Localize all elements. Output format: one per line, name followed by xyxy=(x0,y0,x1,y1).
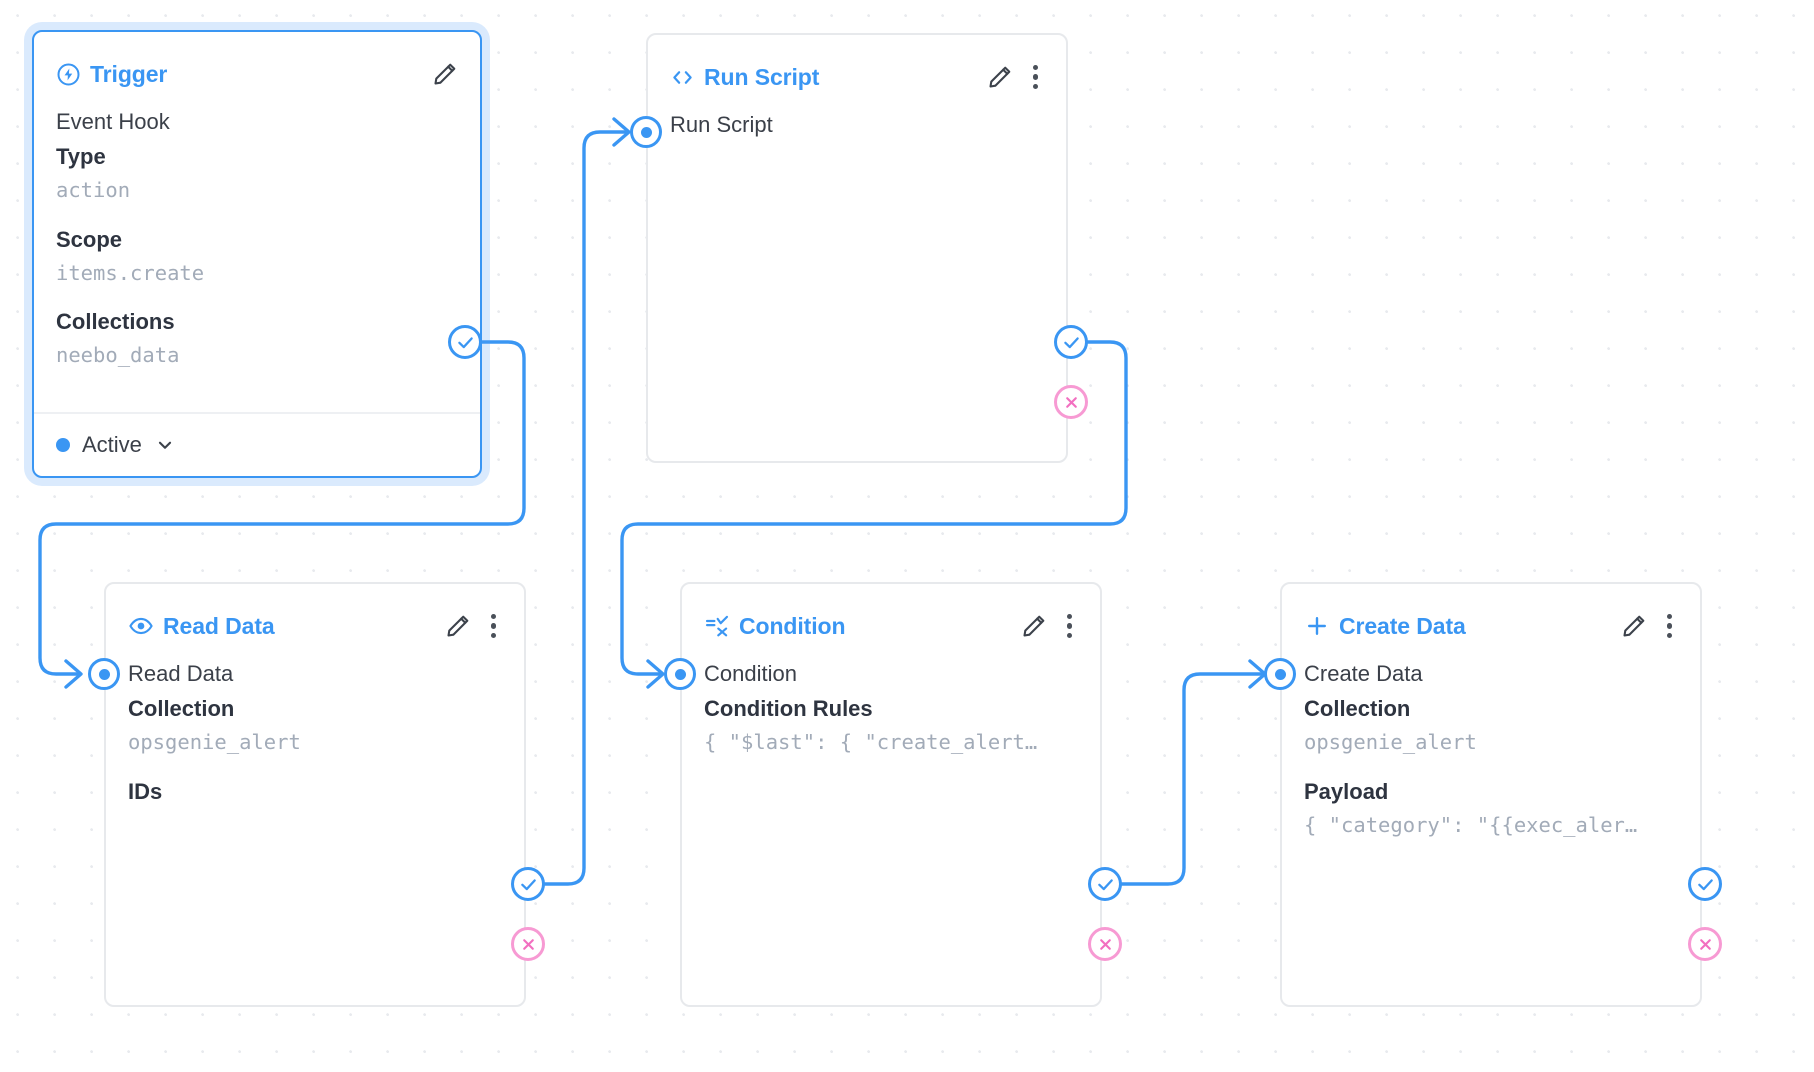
node-type-create-data: Create Data xyxy=(1304,613,1466,640)
node-read-data[interactable]: Read Data Read Data Collection opsgenie_… xyxy=(104,582,526,1007)
field-label-payload: Payload xyxy=(1304,778,1389,804)
node-header: Run Script xyxy=(648,35,1066,97)
code-brackets-icon xyxy=(670,65,695,90)
node-header: Trigger xyxy=(34,32,480,94)
trigger-status-bar[interactable]: Active xyxy=(34,412,480,476)
port-input-read-data[interactable] xyxy=(88,658,120,690)
node-create-data[interactable]: Create Data Create Data Collection opsge… xyxy=(1280,582,1702,1007)
port-success-condition[interactable] xyxy=(1088,867,1122,901)
edge-arrow-run-script xyxy=(612,117,631,147)
node-header-actions xyxy=(986,61,1044,94)
status-label: Active xyxy=(82,432,142,457)
node-header-actions xyxy=(444,610,502,643)
node-trigger[interactable]: Trigger Event Hook Type action Scope ite… xyxy=(32,30,482,478)
pencil-icon[interactable] xyxy=(1020,613,1047,640)
field-label-ids: IDs xyxy=(128,778,163,804)
node-condition[interactable]: Condition Condition Condition Rules { "$… xyxy=(680,582,1102,1007)
field-label-collection: Collection xyxy=(128,696,235,722)
field-value-collection: opsgenie_alert xyxy=(1304,730,1477,755)
node-body: Condition Condition Rules { "$last": { "… xyxy=(682,646,1100,760)
bolt-circle-icon xyxy=(56,62,81,87)
port-input-create-data[interactable] xyxy=(1264,658,1296,690)
field-label-collections: Collections xyxy=(56,308,175,334)
node-type-condition: Condition xyxy=(704,612,846,640)
field-label-type: Type xyxy=(56,144,106,170)
node-header: Read Data xyxy=(106,584,524,646)
node-header: Create Data xyxy=(1282,584,1700,646)
node-body: Create Data Collection opsgenie_alert Pa… xyxy=(1282,646,1700,842)
node-name: Create Data xyxy=(1304,661,1423,686)
filter-rules-icon xyxy=(704,613,730,639)
pencil-icon[interactable] xyxy=(1620,613,1647,640)
field-value-condition-rules: { "$last": { "create_alert… xyxy=(704,730,1038,755)
edge-read-data-to-run-script xyxy=(543,130,628,886)
pencil-icon[interactable] xyxy=(431,61,458,88)
field-value-scope: items.create xyxy=(56,260,205,285)
pencil-icon[interactable] xyxy=(986,64,1013,91)
field-label-scope: Scope xyxy=(56,226,123,252)
field-value-collection: opsgenie_alert xyxy=(128,730,301,755)
port-reject-read-data[interactable] xyxy=(511,927,545,961)
edge-condition-to-create-data xyxy=(1120,672,1264,886)
port-success-trigger[interactable] xyxy=(448,325,482,359)
eye-icon xyxy=(128,613,154,639)
port-reject-run-script[interactable] xyxy=(1054,385,1088,419)
node-run-script[interactable]: Run Script Run Script xyxy=(646,33,1068,463)
three-dots-icon[interactable] xyxy=(1061,610,1078,643)
port-input-condition[interactable] xyxy=(664,658,696,690)
node-name: Read Data xyxy=(128,661,234,686)
node-name: Condition xyxy=(704,661,797,686)
pencil-icon[interactable] xyxy=(444,613,471,640)
node-type-run-script: Run Script xyxy=(670,64,819,91)
port-success-run-script[interactable] xyxy=(1054,325,1088,359)
edge-arrow-condition xyxy=(646,659,665,689)
edge-arrow-read-data xyxy=(64,659,83,689)
node-header: Condition xyxy=(682,584,1100,646)
port-reject-create-data[interactable] xyxy=(1688,927,1722,961)
node-header-actions xyxy=(431,61,458,88)
node-name: Run Script xyxy=(670,112,773,137)
field-label-condition-rules: Condition Rules xyxy=(704,696,873,722)
node-type-label: Trigger xyxy=(90,60,168,87)
node-body: Read Data Collection opsgenie_alert IDs xyxy=(106,646,524,809)
node-type-label: Create Data xyxy=(1339,612,1466,639)
field-value-type: action xyxy=(56,178,131,203)
node-type-trigger: Trigger xyxy=(56,61,167,88)
three-dots-icon[interactable] xyxy=(485,610,502,643)
field-label-collection: Collection xyxy=(1304,696,1411,722)
port-success-read-data[interactable] xyxy=(511,867,545,901)
three-dots-icon[interactable] xyxy=(1027,61,1044,94)
node-body: Run Script xyxy=(648,97,1066,142)
status-dot-icon xyxy=(56,438,70,452)
port-input-run-script[interactable] xyxy=(630,116,662,148)
chevron-down-icon[interactable] xyxy=(154,434,176,456)
field-value-collections: neebo_data xyxy=(56,343,180,368)
node-body: Event Hook Type action Scope items.creat… xyxy=(34,94,480,372)
three-dots-icon[interactable] xyxy=(1661,610,1678,643)
node-header-actions xyxy=(1620,610,1678,643)
node-type-label: Run Script xyxy=(704,63,820,90)
port-reject-condition[interactable] xyxy=(1088,927,1122,961)
port-success-create-data[interactable] xyxy=(1688,867,1722,901)
node-type-label: Read Data xyxy=(163,612,275,639)
node-type-read-data: Read Data xyxy=(128,613,275,640)
field-value-payload: { "category": "{{exec_aler… xyxy=(1304,812,1638,837)
node-type-label: Condition xyxy=(739,612,846,639)
plus-icon xyxy=(1304,613,1330,639)
node-header-actions xyxy=(1020,610,1078,643)
node-name: Event Hook xyxy=(56,109,170,134)
edge-arrow-create-data xyxy=(1248,659,1267,689)
